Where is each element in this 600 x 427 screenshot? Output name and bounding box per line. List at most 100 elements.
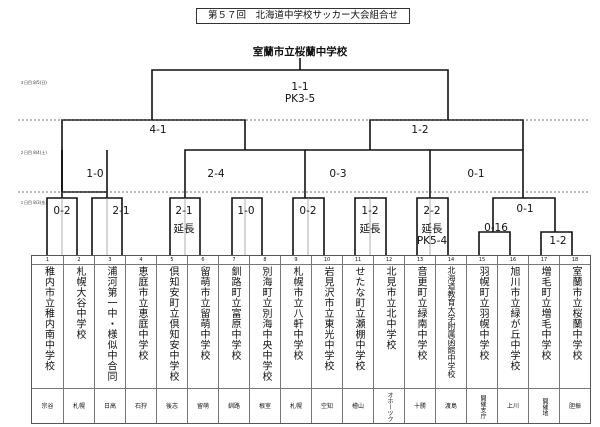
score-final: 1-1 PK3-5	[262, 81, 338, 105]
team-region: 開催支庁	[467, 388, 497, 424]
team-region: 上川	[498, 388, 528, 424]
team-name: 室蘭市立桜蘭中学校	[570, 266, 581, 361]
score-r1-3: 2-1 延長	[166, 205, 202, 235]
team-name: 恵庭市立恵庭中学校	[136, 266, 147, 361]
team-number: 16	[498, 256, 528, 265]
team-region: 檜山	[343, 388, 373, 424]
score-r1-2: 2-1	[112, 205, 130, 217]
title-box: 第５７回 北海道中学校サッカー大会組合せ	[196, 8, 410, 24]
score-r0-1: 0-16	[484, 222, 508, 234]
team-number: 12	[374, 256, 404, 265]
team-number: 4	[126, 256, 156, 265]
team-region: 石狩	[126, 388, 156, 424]
team-number: 7	[219, 256, 249, 265]
score-r1-3-line2: 延長	[173, 223, 195, 235]
score-r1-7-line3: PK5-4	[416, 235, 448, 247]
team-region: 札幌	[281, 388, 311, 424]
round-label-day1: １日目 8/3(金)	[20, 200, 47, 205]
team-region: 根室	[250, 388, 280, 424]
bracket-r0-2	[540, 231, 573, 255]
bracket-qf2	[184, 149, 306, 198]
score-qf4: 0-1	[467, 168, 485, 180]
score-r1-3-line1: 2-1	[175, 205, 193, 217]
score-r1-4: 1-0	[237, 205, 255, 217]
round-label-day3: ３日目 8/5(日)	[20, 80, 47, 85]
team-name: 旭川市立緑が丘中学校	[508, 266, 519, 371]
team-number: 8	[250, 256, 280, 265]
score-qf2: 2-4	[207, 168, 225, 180]
team-number: 5	[157, 256, 187, 265]
bracket-r1-6	[354, 197, 387, 255]
champion-label: 室蘭市立桜蘭中学校	[252, 46, 348, 58]
score-qf1: 1-0	[86, 168, 104, 180]
score-r1-5: 0-2	[299, 205, 317, 217]
score-r1-8: 0-1	[516, 203, 534, 215]
team-name: せたな町立瀬棚中学校	[353, 266, 364, 371]
bracket-sf-right	[369, 119, 524, 150]
score-r0-2: 1-2	[549, 235, 567, 247]
team-region: 留萌	[188, 388, 218, 424]
team-name: 釧路町立富原中学校	[229, 266, 240, 361]
bracket-r1-8	[492, 197, 556, 232]
team-number: 2	[64, 256, 94, 265]
team-name: 音更町立緑南中学校	[415, 266, 426, 361]
bracket-r0-1	[478, 231, 511, 255]
team-number: 1	[32, 256, 63, 265]
team-number: 10	[312, 256, 342, 265]
team-name: 羽幌町立羽幌中学校	[477, 266, 488, 361]
team-number: 6	[188, 256, 218, 265]
score-r1-7-line2: 延長	[421, 223, 443, 235]
score-r1-6-line1: 1-2	[361, 205, 379, 217]
team-name: 札幌市立八軒中学校	[291, 266, 302, 361]
bracket-qf1-legs	[61, 150, 108, 198]
team-region: 開催地	[529, 388, 559, 424]
team-name: 岩見沢市立東光中学校	[322, 266, 333, 371]
bracket-sf-left	[61, 119, 246, 150]
team-region: 十勝	[405, 388, 435, 424]
round-label-day2: ２日目 8/4(土)	[20, 150, 47, 155]
team-number: 13	[405, 256, 435, 265]
team-name: 北見市立北中学校	[384, 266, 395, 350]
team-name: 倶知安町立倶知安中学校	[167, 266, 178, 382]
team-number: 3	[95, 256, 125, 265]
team-number: 15	[467, 256, 497, 265]
page-title: 第５７回 北海道中学校サッカー大会組合せ	[207, 10, 398, 21]
team-number: 14	[436, 256, 466, 265]
team-region: 渡島	[436, 388, 466, 424]
score-sf-right: 1-2	[411, 124, 429, 136]
score-final-line2: PK3-5	[284, 93, 316, 105]
score-qf3: 0-3	[329, 168, 347, 180]
score-sf-left: 4-1	[149, 124, 167, 136]
team-region: 空知	[312, 388, 342, 424]
score-final-line1: 1-1	[291, 81, 309, 93]
score-r1-6-line2: 延長	[359, 223, 381, 235]
team-region: 日高	[95, 388, 125, 424]
team-name: 別海町立別海中央中学校	[260, 266, 271, 382]
bracket-r1-7	[416, 197, 449, 255]
team-number: 17	[529, 256, 559, 265]
team-number: 18	[560, 256, 590, 265]
team-name: 浦河第一中・様似中合同	[105, 266, 116, 382]
team-name: 北海道教育大学附属函館中学校	[447, 266, 456, 378]
bracket-final	[151, 69, 449, 120]
team-name: 増毛町立増毛中学校	[539, 266, 550, 361]
bracket-qf4	[430, 149, 524, 198]
team-number: 9	[281, 256, 311, 265]
score-r1-7: 2-2 延長 PK5-4	[410, 205, 454, 247]
